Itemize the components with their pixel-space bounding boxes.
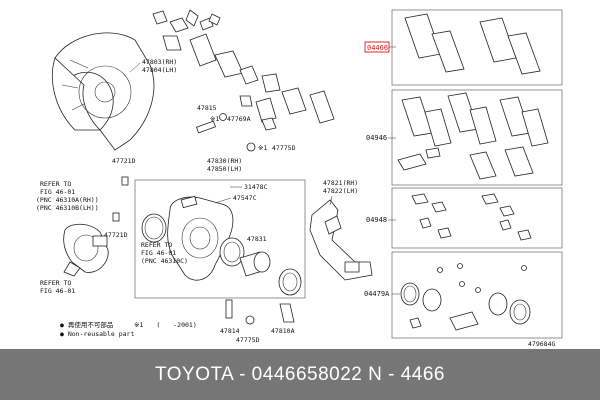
diagram-code: 479684G [528,340,555,348]
dust-shield [52,32,155,151]
label-piston: 47831 [247,235,267,243]
part-number-text: TOYOTA - 0446658022 N - 4466 [154,363,446,385]
label-boot2: 47810A [271,327,295,335]
label-boot-ref: ※1 [210,115,219,123]
piston [219,237,245,267]
kit-box-04946 [391,89,563,186]
label-caliper-rh: 47830(RH) [207,157,242,165]
guide-pin-assembly [196,113,256,152]
label-shield-rh: 47803(RH) [142,58,177,66]
clip-set-04948 [411,193,532,241]
highlight-label-04466: 04466 [367,44,388,52]
label-ref3: REFER TO [40,279,71,287]
label-ref1b: FIG 46-01 [40,188,75,196]
label-kit-04479a: 04479A [364,290,390,298]
label-bleeder2: 47721D [104,231,128,239]
pad-set-04466 [404,13,541,75]
label-ref2b: FIG 46-01 [141,249,176,257]
label-clip: 47547C [233,194,257,202]
brake-parts-diagram: 47803(RH) 47804(LH) 47815 ※1 [36,9,563,348]
piston-2 [239,251,271,277]
label-guide-pin: 47815 [197,104,217,112]
brake-caliper-assembly [63,223,109,277]
note-footnote: ※1 ( -2001) [134,321,197,329]
piston-seal [141,213,167,243]
label-kit-04946: 04946 [366,134,387,142]
lower-guide-pins [225,299,295,325]
label-ref2: REFER TO [141,241,172,249]
label-cap: 31478C [244,183,268,191]
seal-kit-04479a [400,263,531,331]
note-non-reusable-jp: ● 再使用不可部品 [60,320,113,329]
label-ref1: REFER TO [40,180,71,188]
kit-box-04479a [391,251,563,339]
label-ref1c: (PNC 46310A(RH)) [36,196,99,204]
label-ref2c: (PNC 46310C) [141,257,188,265]
label-ref1d: (PNC 46310B(LH)) [36,204,99,212]
label-caliper-lh: 47850(LH) [207,165,242,173]
label-bleeder: 47721D [112,157,136,165]
label-shield-lh: 47804(LH) [142,66,177,74]
label-bushing: 47775D [272,144,296,152]
dust-boot [278,268,302,296]
label-guide-pin2: 47814 [220,327,240,335]
kit-box-04948 [391,187,563,249]
label-kit-04948: 04948 [366,216,387,224]
label-boot: 47769A [227,115,251,123]
label-mounting-rh: 47821(RH) [323,179,358,187]
anti-squeal-shims [152,9,335,131]
bleeder-plug [121,176,129,186]
label-nut-ref: ※1 [258,144,267,152]
label-bushing2: 47775D [236,336,260,344]
kit-box-04466 [391,9,563,86]
bleeder-plug-2 [112,212,120,222]
note-non-reusable: ● Non-reusable part [60,330,134,338]
label-ref3b: FIG 46-01 [40,287,75,295]
caliper-group-box [134,179,306,299]
pad-set-04946 [397,92,549,180]
caliper-body [167,195,234,281]
part-number-banner: TOYOTA - 0446658022 N - 4466 [0,349,600,400]
label-mounting-lh: 47822(LH) [323,187,358,195]
caliper-mounting-bracket [309,199,373,281]
